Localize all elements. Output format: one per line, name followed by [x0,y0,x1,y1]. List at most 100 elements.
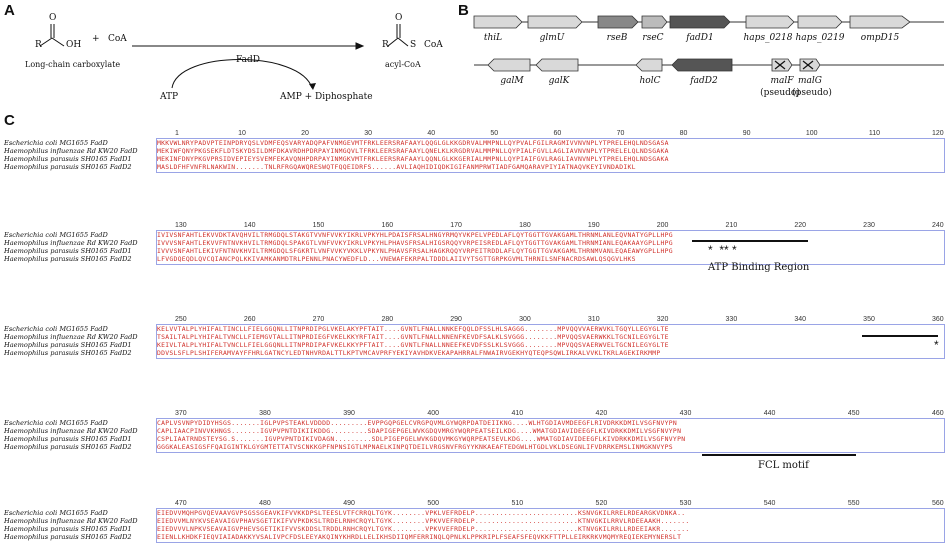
alignment-frame [156,418,945,453]
ruler-tick: 110 [868,130,881,137]
acylcoa-structure [387,24,409,47]
ruler-tick: 400 [427,410,440,417]
sequence-row: EIEDVVMQHPGVQEVAAVGVPSGSSGEAVKIFVVKKDPSL… [157,509,686,517]
gene-label: haps_0219 [795,33,845,43]
sequence-row: GGGKALEASIGSFFQAIGINTKLGYGMTETTATVSCNKKG… [157,443,673,451]
ruler-tick: 520 [595,500,608,507]
ruler-tick: 30 [364,130,373,137]
ruler-tick: 410 [511,410,524,417]
sequence-row: IVVVSNFAHTLEKVVFNTNVKHVILTRMGDQLSPAKGTLV… [157,239,673,247]
sequence-row: EIEDVVMLNYKVSEAVAIGVPHAVSGETIKIFVVPKDKSL… [157,517,690,525]
sequence-row: CAPLVSVNPYDIDYHSGS.......IGLPVPSTEAKLVDD… [157,419,678,427]
sequence-row: CAPLIAACPINVVKHNGS.......IGVPVPNTDIKIIKD… [157,427,682,435]
gene-label: fadD1 [686,33,714,43]
gene-label: malF [770,76,794,86]
star-mark: * [934,338,939,352]
sequence-row: LFVGDQEQDLQVCQIANCPQLKKIVAMKANMDTRLPENNL… [157,255,636,263]
sequence-row: MKKVWLNRYPADVPTEINPDRYQSLVDMFEQSVARYADQP… [157,139,669,147]
ruler-tick: 430 [679,410,692,417]
ruler-tick: 510 [511,500,524,507]
ruler-tick: 420 [595,410,608,417]
enzyme-label: FadD [236,55,260,65]
sequence-row: MEKIWFQNYPKGSEKFLDTSKYDSILDMFDKAVRDHPDRP… [157,147,669,155]
sequence-name: Haemophilus parasuis SH0165 FadD2 [4,349,132,357]
ruler-tick: 50 [490,130,499,137]
plus-sign: + [92,34,100,44]
sequence-name: Haemophilus parasuis SH0165 FadD1 [4,341,132,349]
pseudo-cross-icon [774,60,814,70]
thioester-coa: CoA [424,40,443,50]
ruler-tick: 240 [932,222,944,229]
r-group-2: R [382,40,389,50]
ruler-tick: 1 [175,130,179,137]
ruler-tick: 440 [763,410,776,417]
gene-thiL [473,15,523,29]
sequence-row: EIENLLKHDKFIEQVIAIADAKKYVSALIVPCFDSLEEYA… [157,533,682,541]
alignment-frame [156,508,945,543]
oh-group: OH [66,40,82,50]
ruler-tick: 20 [301,130,309,137]
ruler-tick: 480 [259,500,271,507]
sequence-row: KELVVTALPLYHIFALTINCLLFIELGGQNLLITNPRDIP… [157,325,669,333]
pseudo-label: (pseudo) [792,88,832,98]
ruler-tick: 490 [343,500,355,507]
ruler-tick: 300 [519,316,531,323]
gene-label: galK [548,76,570,86]
gene-rseB [597,15,639,29]
ruler-tick: 40 [427,130,436,137]
gene-map [473,15,944,72]
sequence-name: Haemophilus parasuis SH0165 FadD2 [4,533,132,541]
thioester-s: S [410,40,417,50]
r-group-1: R [35,40,42,50]
gene-fadD2 [671,58,733,72]
coa-reactant: CoA [108,34,127,44]
ruler-tick: 310 [587,316,600,323]
alignment-frame [156,324,945,359]
ruler-tick: 360 [932,316,944,323]
product-label: acyl-CoA [385,60,421,69]
sequence-row: DDVSLSFLPLSHIFERAMVAYFFHRLGATNCYLEDTNHVR… [157,349,661,357]
gene-label: rseB [606,33,628,43]
sequence-name: Escherichia coli MG1655 FadD [4,325,108,333]
alignment-frame [156,230,945,265]
ruler-tick: 290 [450,316,462,323]
sequence-row: EIEDVVVLNPKVSEAVAIGVPHEVSGETIKIFVVSKDDSL… [157,525,690,533]
ruler-tick: 370 [175,410,187,417]
gene-ompD15 [849,15,911,29]
ruler-tick: 320 [656,316,669,323]
gene-galM [487,58,531,72]
sequence-name: Haemophilus influenzae Rd KW20 FadD [4,517,138,525]
sequence-name: Haemophilus influenzae Rd KW20 FadD [4,333,138,341]
ruler-tick: 270 [312,316,325,323]
gene-label: ompD15 [860,33,900,43]
ruler-tick: 230 [863,222,875,229]
ruler-tick: 280 [381,316,394,323]
sequence-name: Haemophilus parasuis SH0165 FadD2 [4,163,132,171]
gene-glmU [527,15,583,29]
gene-label: glmU [539,33,565,43]
sequence-name: Haemophilus influenzae Rd KW20 FadD [4,147,138,155]
atp-curve [171,59,313,89]
carbonyl-o-1: O [49,13,57,23]
ruler-tick: 340 [794,316,807,323]
panel-label-b: B [458,2,469,19]
products-label: AMP + Diphosphate [280,92,373,102]
ruler-tick: 160 [381,222,394,229]
ruler-tick: 250 [175,316,187,323]
ruler-tick: 120 [932,130,944,137]
ruler-tick: 10 [238,130,246,137]
sequence-name: Haemophilus influenzae Rd KW20 FadD [4,427,138,435]
atp-marks: * ** * [708,243,737,257]
sequence-row: IVVVSNFAHTLEKIVFNTNVKHVILTRMGDQLSFGKRTLV… [157,247,673,255]
gene-galK [535,58,579,72]
gene-holC [635,58,663,72]
ruler-tick: 450 [847,410,860,417]
ruler-tick: 330 [725,316,738,323]
sequence-name: Haemophilus parasuis SH0165 FadD2 [4,443,132,451]
gene-label: galM [500,76,524,86]
reaction-arrow [132,42,365,50]
ruler-tick: 90 [742,130,751,137]
ruler-tick: 170 [450,222,462,229]
